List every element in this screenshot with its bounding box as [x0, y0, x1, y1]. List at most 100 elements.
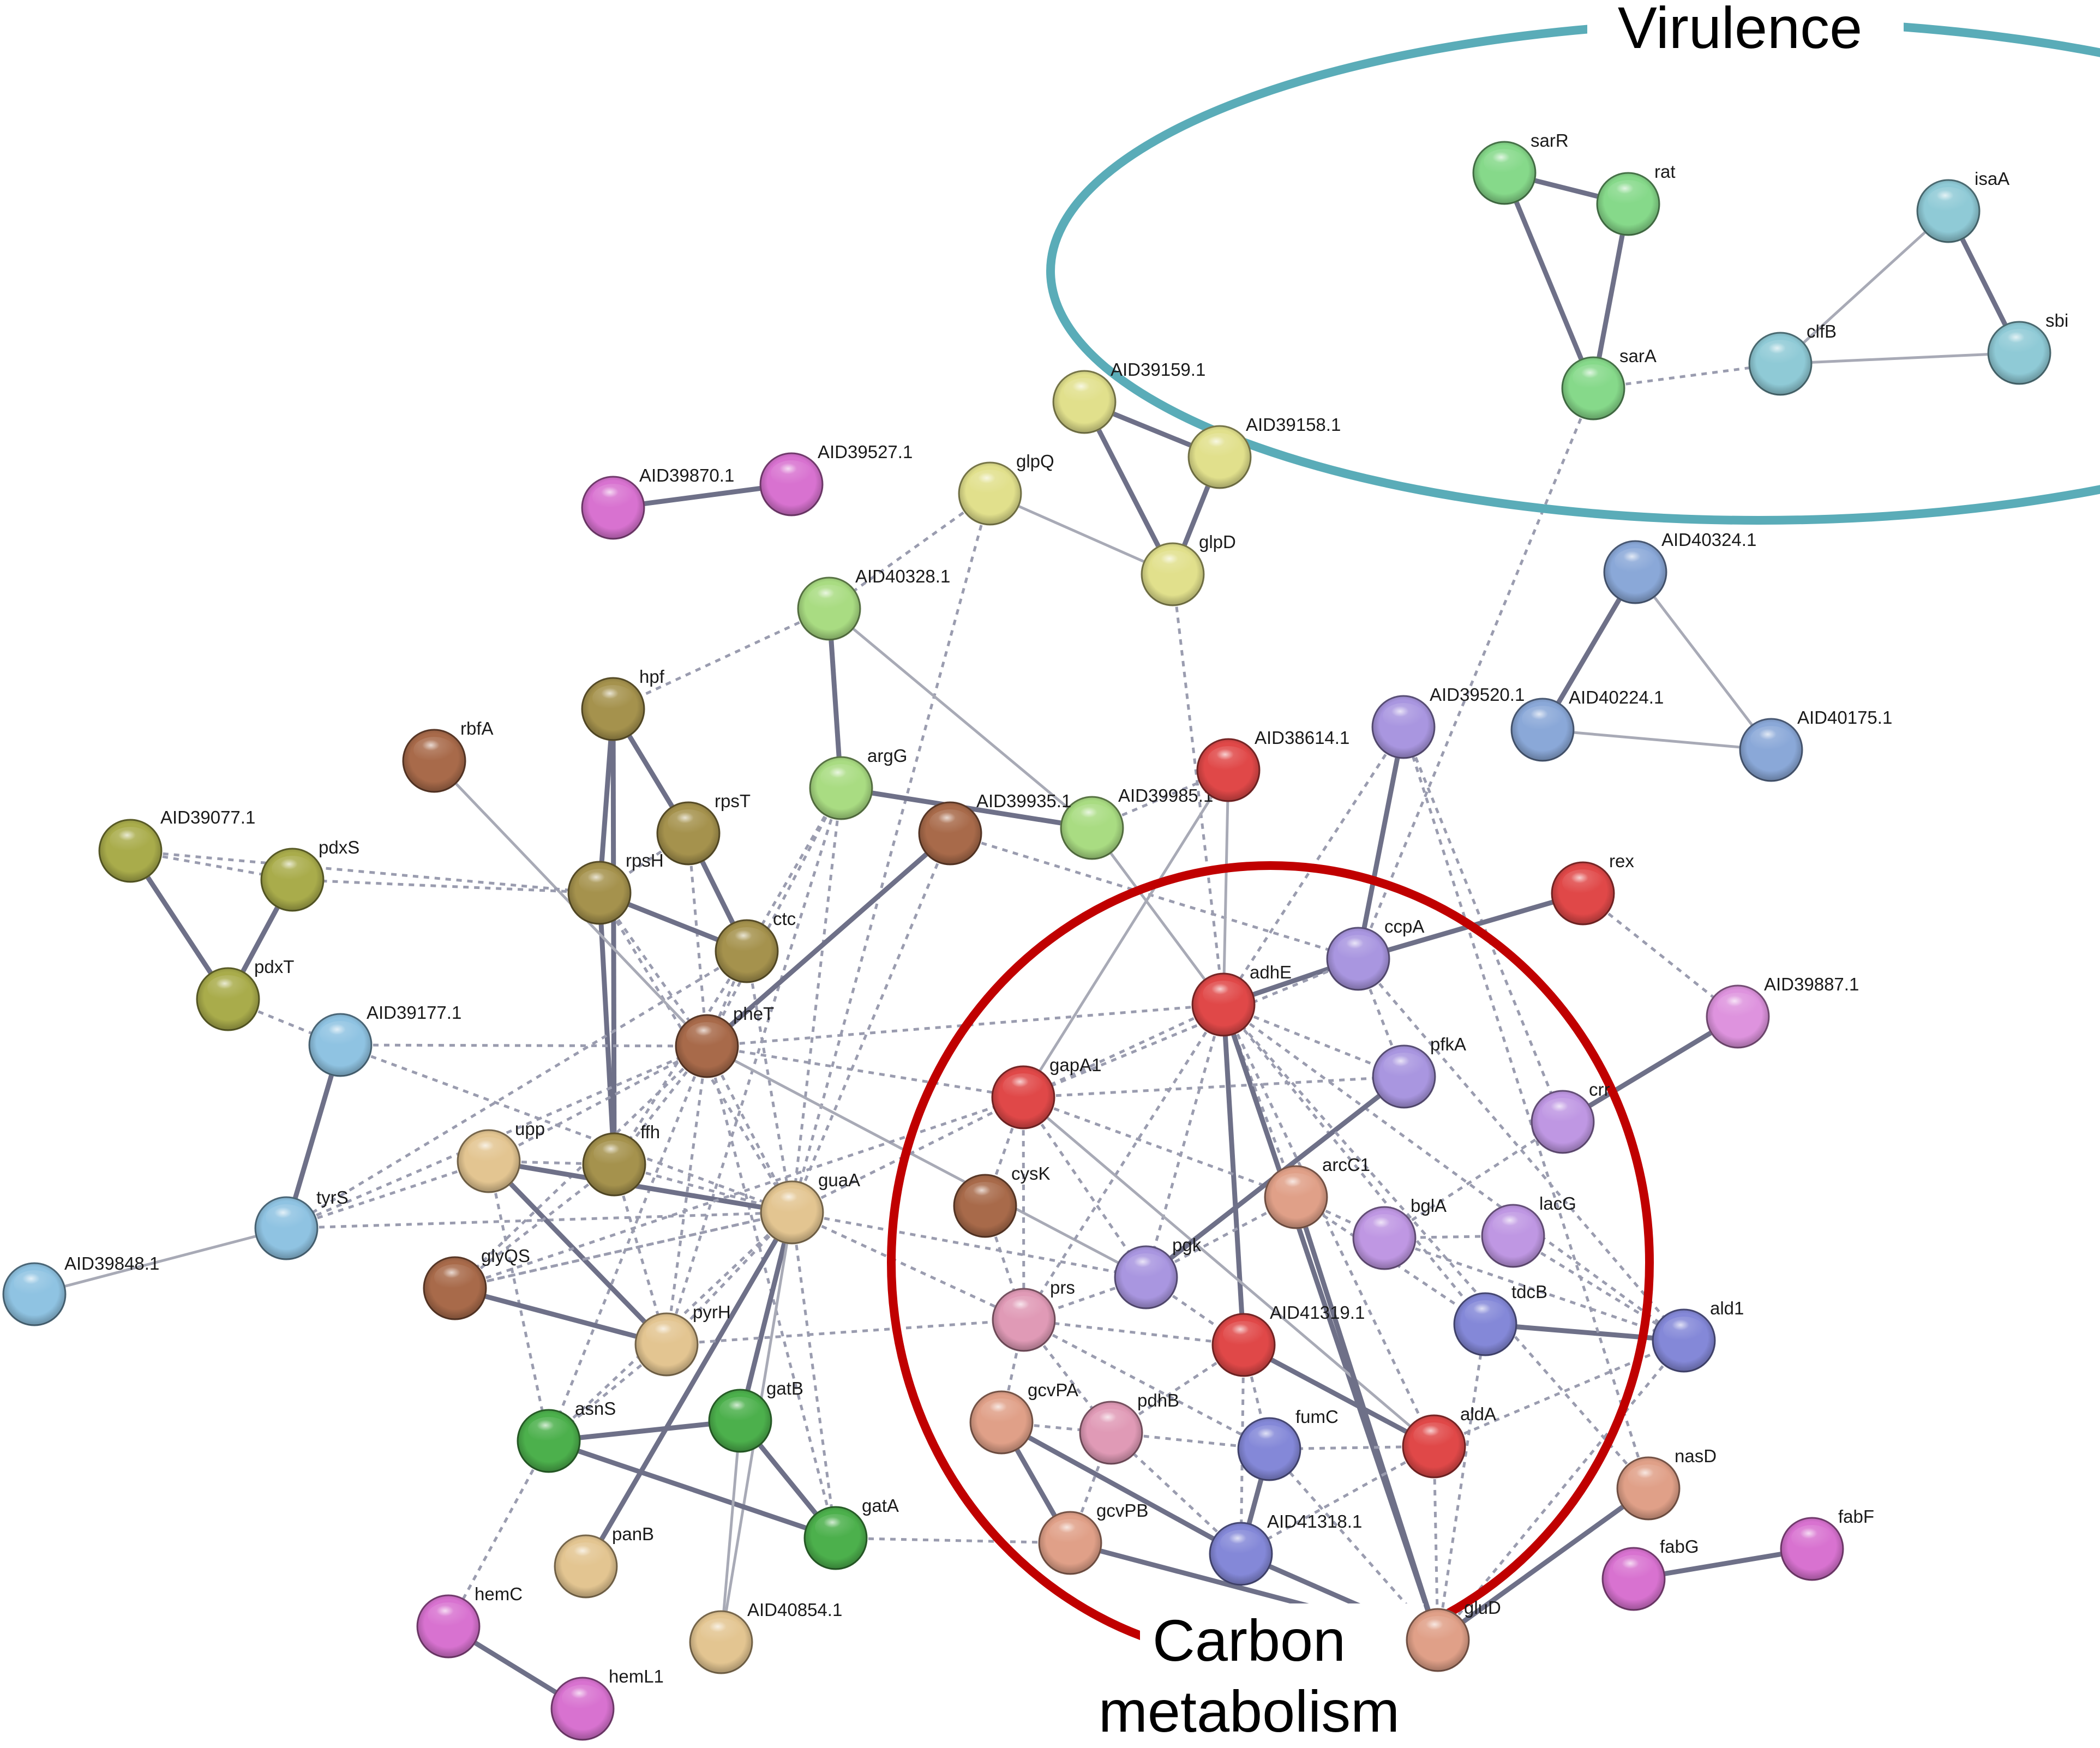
node-AID39077[interactable]: AID39077.1 — [98, 807, 255, 883]
node-gluD[interactable]: gluD — [1406, 1597, 1501, 1672]
node-AID39935[interactable]: AID39935.1 — [918, 791, 1071, 866]
node-highlight — [964, 1182, 1006, 1208]
node-upp[interactable]: upp — [457, 1119, 545, 1193]
node-tdcB[interactable]: tdcB — [1453, 1282, 1547, 1356]
node-nasD[interactable]: nasD — [1616, 1446, 1717, 1521]
node-ccpA[interactable]: ccpA — [1326, 916, 1424, 991]
node-ctc[interactable]: ctc — [715, 909, 796, 983]
node-hemC[interactable]: hemC — [416, 1584, 523, 1659]
node-AID39159[interactable]: AID39159.1 — [1052, 359, 1205, 434]
node-rat[interactable]: rat — [1596, 161, 1676, 236]
node-rex[interactable]: rex — [1551, 851, 1634, 926]
node-fabG[interactable]: fabG — [1601, 1536, 1699, 1611]
node-AID41319[interactable]: AID41319.1 — [1211, 1302, 1365, 1377]
node-AID39520[interactable]: AID39520.1 — [1371, 684, 1525, 759]
node-gcvPA[interactable]: gcvPA — [969, 1380, 1078, 1455]
node-AID39985[interactable]: AID39985.1 — [1060, 785, 1213, 860]
node-asnS[interactable]: asnS — [517, 1398, 616, 1473]
node-rbfA[interactable]: rbfA — [402, 718, 494, 793]
node-AID39887[interactable]: AID39887.1 — [1706, 974, 1859, 1049]
node-label: gapA1 — [1049, 1055, 1101, 1075]
node-glyQS[interactable]: glyQS — [423, 1246, 530, 1320]
node-sarR[interactable]: sarR — [1472, 130, 1569, 205]
edge-glpQ-guaA — [790, 493, 992, 1213]
node-label: rat — [1654, 161, 1676, 182]
edge-argG-pheT — [705, 787, 843, 1047]
edge-gapA1-pgk — [1022, 1096, 1148, 1278]
node-tyrS[interactable]: tyrS — [254, 1187, 349, 1260]
node-highlight — [981, 1398, 1022, 1425]
node-highlight — [207, 975, 249, 1001]
node-panB[interactable]: panB — [554, 1524, 654, 1599]
node-AID40224[interactable]: AID40224.1 — [1510, 687, 1664, 762]
node-glpD[interactable]: glpD — [1141, 532, 1236, 606]
edge-ctc-tyrS — [285, 950, 748, 1230]
node-AID39527[interactable]: AID39527.1 — [759, 442, 913, 516]
node-pyrH[interactable]: pyrH — [634, 1302, 731, 1377]
node-isaA[interactable]: isaA — [1916, 169, 2009, 243]
node-clfB[interactable]: clfB — [1748, 321, 1837, 396]
node-glpQ[interactable]: glpQ — [958, 451, 1054, 526]
edge-crr-bglA — [1383, 1120, 1564, 1240]
node-AID39870[interactable]: AID39870.1 — [581, 465, 734, 540]
edge-gluD-tdcB — [1436, 1324, 1487, 1641]
node-sbi[interactable]: sbi — [1987, 310, 2068, 385]
node-label: AID40224.1 — [1569, 687, 1664, 707]
node-guaA[interactable]: guaA — [760, 1170, 860, 1245]
node-highlight — [528, 1417, 569, 1443]
node-fabF[interactable]: fabF — [1780, 1506, 1874, 1581]
node-prs[interactable]: prs — [992, 1277, 1075, 1352]
node-pdxT[interactable]: pdxT — [196, 957, 294, 1031]
node-cysK[interactable]: cysK — [953, 1163, 1051, 1238]
node-argG[interactable]: argG — [809, 746, 907, 820]
node-lacG[interactable]: lacG — [1481, 1193, 1576, 1268]
node-ffh[interactable]: ffh — [582, 1122, 660, 1197]
edge-rpsH-pdxS — [292, 878, 600, 894]
node-crr[interactable]: crr — [1531, 1079, 1610, 1154]
node-AID39177[interactable]: AID39177.1 — [308, 1002, 461, 1077]
node-arcC1[interactable]: arcC1 — [1264, 1155, 1370, 1229]
node-sarA[interactable]: sarA — [1561, 346, 1657, 421]
node-highlight — [1413, 1422, 1455, 1449]
node-highlight — [1791, 1525, 1833, 1551]
node-highlight — [468, 1137, 509, 1163]
node-AID40854[interactable]: AID40854.1 — [689, 1600, 842, 1674]
node-label: rpsH — [626, 850, 664, 870]
node-label: AID41319.1 — [1270, 1302, 1365, 1323]
node-pdxS[interactable]: pdxS — [260, 837, 359, 912]
node-label: hemC — [475, 1584, 523, 1604]
node-pgk[interactable]: pgk — [1114, 1235, 1202, 1310]
node-pdhB[interactable]: pdhB — [1079, 1390, 1179, 1465]
node-bglA[interactable]: bglA — [1352, 1196, 1447, 1270]
node-adhE[interactable]: adhE — [1191, 962, 1292, 1037]
node-rpsH[interactable]: rpsH — [567, 850, 664, 925]
node-AID40175[interactable]: AID40175.1 — [1739, 707, 1892, 782]
node-label: AID39870.1 — [639, 465, 734, 485]
node-label: AID39527.1 — [818, 442, 913, 462]
node-highlight — [969, 470, 1011, 496]
edge-pheT-gapA1 — [706, 1044, 1024, 1099]
node-hemL1[interactable]: hemL1 — [550, 1666, 664, 1741]
node-label: pgk — [1172, 1235, 1202, 1255]
node-pheT[interactable]: pheT — [675, 1004, 774, 1078]
node-AID40324[interactable]: AID40324.1 — [1603, 530, 1756, 604]
node-rpsT[interactable]: rpsT — [656, 791, 751, 866]
node-gapA1[interactable]: gapA1 — [991, 1055, 1101, 1130]
node-hpf[interactable]: hpf — [581, 666, 665, 741]
node-gcvPB[interactable]: gcvPB — [1038, 1500, 1148, 1575]
node-aldA[interactable]: aldA — [1402, 1404, 1496, 1479]
node-highlight — [1003, 1073, 1044, 1100]
node-fumC[interactable]: fumC — [1237, 1407, 1339, 1481]
node-AID41318[interactable]: AID41318.1 — [1209, 1511, 1362, 1586]
node-label: ctc — [773, 909, 796, 929]
node-label: pyrH — [693, 1302, 731, 1322]
node-AID40328[interactable]: AID40328.1 — [797, 566, 950, 641]
node-AID39848[interactable]: AID39848.1 — [2, 1253, 159, 1326]
node-AID39158[interactable]: AID39158.1 — [1187, 415, 1341, 489]
node-ald1[interactable]: ald1 — [1652, 1298, 1744, 1373]
node-gatA[interactable]: gatA — [803, 1495, 899, 1570]
node-AID38614[interactable]: AID38614.1 — [1196, 728, 1349, 802]
node-gatB[interactable]: gatB — [708, 1378, 803, 1453]
node-highlight — [434, 1264, 476, 1290]
node-pfkA[interactable]: pfkA — [1372, 1034, 1466, 1109]
